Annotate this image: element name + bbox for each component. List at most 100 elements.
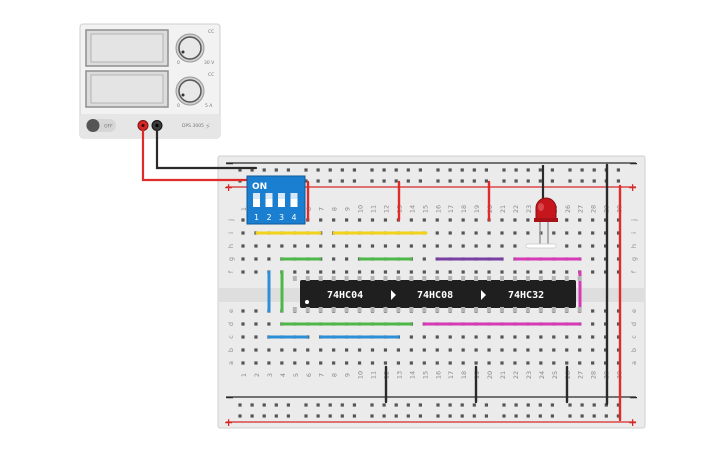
- breadboard-hole[interactable]: [306, 348, 310, 352]
- breadboard-hole[interactable]: [293, 244, 297, 248]
- breadboard-hole[interactable]: [241, 257, 245, 261]
- breadboard-hole[interactable]: [552, 348, 556, 352]
- rail-hole[interactable]: [406, 414, 410, 418]
- breadboard-hole[interactable]: [578, 348, 582, 352]
- breadboard-hole[interactable]: [604, 231, 608, 235]
- rail-hole[interactable]: [604, 403, 608, 407]
- rail-hole[interactable]: [436, 168, 440, 172]
- breadboard-hole[interactable]: [267, 244, 271, 248]
- breadboard-hole[interactable]: [293, 361, 297, 365]
- breadboard-hole[interactable]: [241, 361, 245, 365]
- breadboard-hole[interactable]: [526, 335, 530, 339]
- rail-hole[interactable]: [316, 168, 320, 172]
- breadboard-hole[interactable]: [422, 270, 426, 274]
- rail-hole[interactable]: [580, 414, 584, 418]
- breadboard-hole[interactable]: [345, 348, 349, 352]
- rail-hole[interactable]: [484, 414, 488, 418]
- breadboard-hole[interactable]: [267, 322, 271, 326]
- rail-hole[interactable]: [460, 414, 464, 418]
- rail-hole[interactable]: [370, 168, 374, 172]
- breadboard-hole[interactable]: [357, 218, 362, 222]
- current-knob[interactable]: [175, 76, 205, 106]
- rail-hole[interactable]: [460, 168, 464, 172]
- breadboard-hole[interactable]: [254, 348, 258, 352]
- breadboard-hole[interactable]: [500, 335, 504, 339]
- rail-hole[interactable]: [484, 179, 488, 183]
- breadboard-hole[interactable]: [616, 322, 621, 326]
- breadboard-hole[interactable]: [513, 348, 517, 352]
- rail-hole[interactable]: [316, 179, 320, 183]
- breadboard-hole[interactable]: [435, 348, 439, 352]
- breadboard-hole[interactable]: [513, 231, 517, 235]
- breadboard-hole[interactable]: [552, 361, 556, 365]
- breadboard-hole[interactable]: [474, 231, 478, 235]
- breadboard-hole[interactable]: [383, 361, 388, 365]
- led[interactable]: [525, 165, 558, 249]
- breadboard-hole[interactable]: [474, 218, 478, 222]
- breadboard-hole[interactable]: [383, 270, 388, 274]
- breadboard-hole[interactable]: [513, 361, 517, 365]
- rail-hole[interactable]: [328, 168, 332, 172]
- rail-hole[interactable]: [340, 179, 344, 183]
- rail-hole[interactable]: [448, 403, 452, 407]
- rail-hole[interactable]: [250, 168, 254, 172]
- breadboard-hole[interactable]: [604, 244, 608, 248]
- breadboard-hole[interactable]: [604, 335, 608, 339]
- breadboard-hole[interactable]: [267, 257, 271, 261]
- breadboard-hole[interactable]: [357, 348, 362, 352]
- rail-hole[interactable]: [370, 179, 374, 183]
- rail-hole[interactable]: [550, 168, 554, 172]
- breadboard-hole[interactable]: [319, 361, 323, 365]
- breadboard-hole[interactable]: [578, 361, 582, 365]
- breadboard-hole[interactable]: [267, 361, 271, 365]
- breadboard-hole[interactable]: [565, 231, 569, 235]
- breadboard-hole[interactable]: [616, 361, 621, 365]
- breadboard-hole[interactable]: [357, 244, 362, 248]
- rail-hole[interactable]: [328, 414, 332, 418]
- rail-hole[interactable]: [448, 168, 452, 172]
- rail-hole[interactable]: [580, 403, 584, 407]
- rail-hole[interactable]: [580, 179, 584, 183]
- breadboard-hole[interactable]: [474, 335, 478, 339]
- rail-hole[interactable]: [514, 414, 518, 418]
- breadboard-hole[interactable]: [552, 270, 556, 274]
- breadboard-hole[interactable]: [332, 244, 336, 248]
- rail-hole[interactable]: [568, 168, 572, 172]
- rail-hole[interactable]: [484, 168, 488, 172]
- rail-hole[interactable]: [538, 179, 542, 183]
- rail-hole[interactable]: [316, 403, 320, 407]
- breadboard-hole[interactable]: [513, 244, 517, 248]
- breadboard-hole[interactable]: [332, 361, 336, 365]
- dip-lever[interactable]: [290, 193, 298, 207]
- rail-hole[interactable]: [448, 414, 452, 418]
- breadboard-hole[interactable]: [409, 335, 413, 339]
- breadboard-hole[interactable]: [435, 361, 439, 365]
- breadboard-hole[interactable]: [604, 361, 608, 365]
- rail-hole[interactable]: [418, 179, 422, 183]
- breadboard-hole[interactable]: [565, 270, 569, 274]
- rail-hole[interactable]: [502, 403, 506, 407]
- rail-hole[interactable]: [472, 168, 476, 172]
- breadboard-hole[interactable]: [422, 218, 426, 222]
- rail-hole[interactable]: [286, 168, 290, 172]
- breadboard-hole[interactable]: [591, 361, 595, 365]
- breadboard-hole[interactable]: [616, 309, 621, 313]
- ic-strip[interactable]: 74HC04 74HC08 74HC32: [292, 276, 582, 312]
- rail-hole[interactable]: [448, 179, 452, 183]
- rail-hole[interactable]: [460, 403, 464, 407]
- breadboard-hole[interactable]: [474, 348, 478, 352]
- rail-hole[interactable]: [568, 179, 572, 183]
- breadboard-hole[interactable]: [319, 218, 323, 222]
- breadboard-hole[interactable]: [357, 361, 362, 365]
- breadboard-hole[interactable]: [552, 231, 556, 235]
- rail-hole[interactable]: [514, 403, 518, 407]
- breadboard-hole[interactable]: [448, 270, 452, 274]
- breadboard-hole[interactable]: [591, 270, 595, 274]
- breadboard-hole[interactable]: [241, 309, 245, 313]
- breadboard-hole[interactable]: [345, 270, 349, 274]
- breadboard-hole[interactable]: [539, 348, 543, 352]
- breadboard-hole[interactable]: [487, 270, 491, 274]
- rail-hole[interactable]: [304, 168, 308, 172]
- breadboard-hole[interactable]: [370, 361, 375, 365]
